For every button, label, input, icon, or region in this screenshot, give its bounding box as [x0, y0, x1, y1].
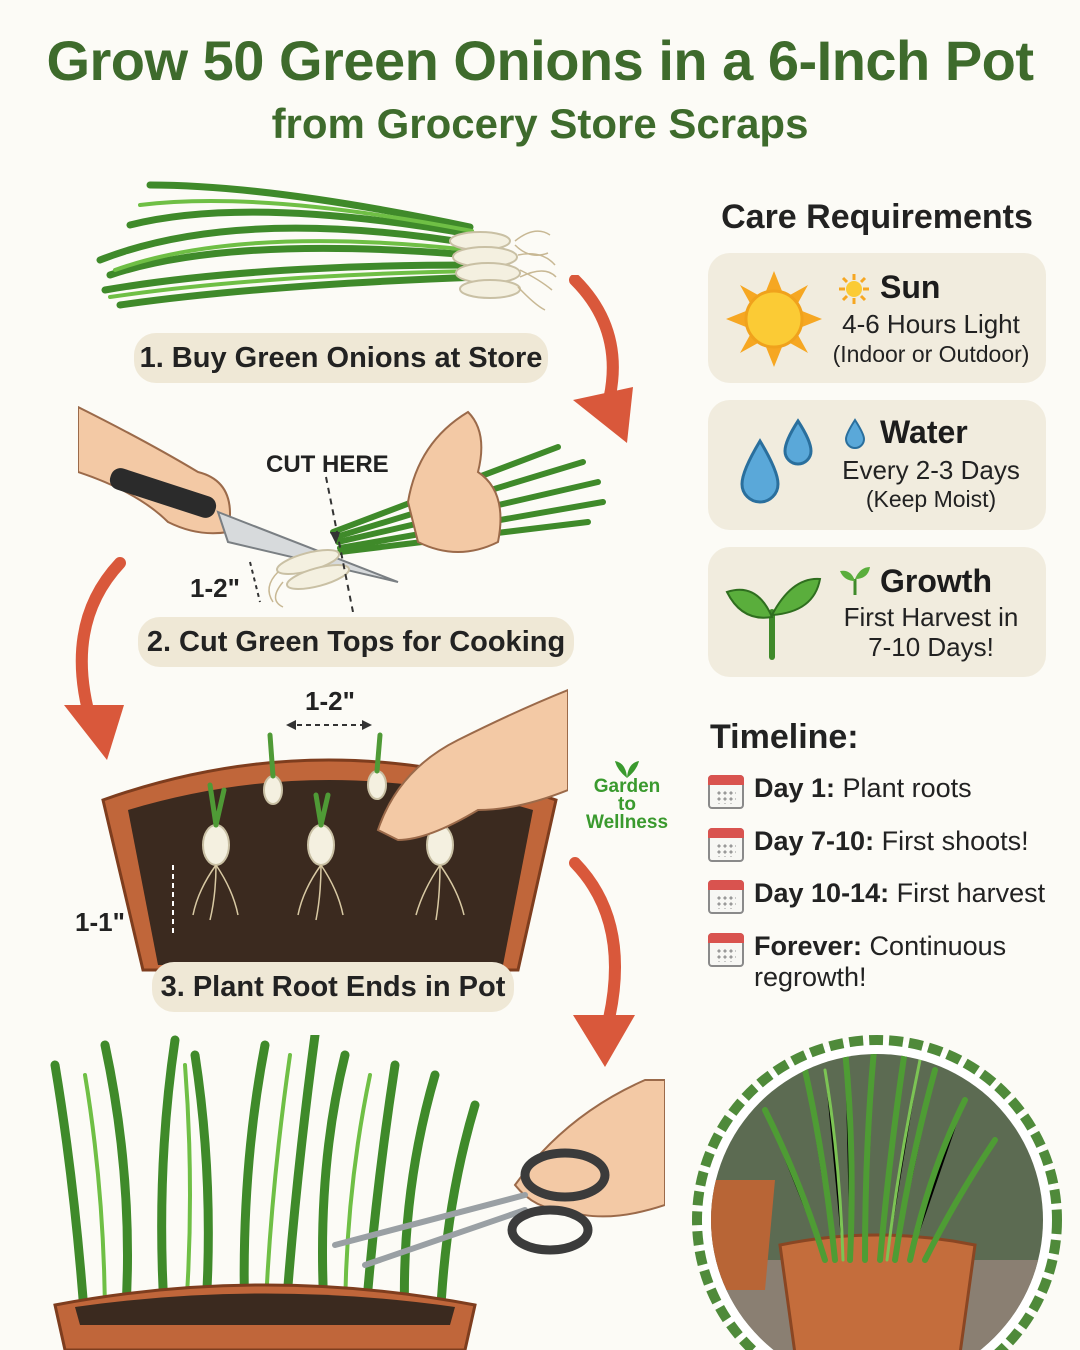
sun-icon — [726, 271, 822, 367]
timeline-heading: Timeline: — [710, 718, 859, 756]
water-card-line: Every 2-3 Days — [842, 455, 1020, 485]
small-sprout-icon — [840, 567, 870, 595]
calendar-icon — [708, 828, 744, 862]
arrow-down-icon — [569, 275, 633, 443]
growth-card-line: First Harvest in — [843, 602, 1019, 632]
page-title: Grow 50 Green Onions in a 6-Inch Pot — [46, 29, 1034, 92]
arrow-down-icon — [569, 857, 635, 1067]
cut-length-label: 1-2" — [190, 573, 240, 603]
leaf-icon — [615, 761, 639, 778]
potted-onions-photo — [692, 1035, 1062, 1350]
small-sun-icon — [839, 274, 869, 304]
cut-here-label: CUT HERE — [266, 451, 389, 478]
cutting-onions-illustration — [78, 405, 606, 612]
care-requirements-heading: Care Requirements — [721, 198, 1033, 236]
sprout-icon — [725, 577, 822, 660]
step-1-label: 1. Buy Green Onions at Store — [134, 333, 548, 383]
growth-card-sub: 7-10 Days! — [868, 632, 994, 662]
step-3-label: 3. Plant Root Ends in Pot — [152, 962, 514, 1012]
step-2-label: 2. Cut Green Tops for Cooking — [138, 617, 574, 667]
water-drop-icon — [740, 418, 813, 504]
sun-card-sub: (Indoor or Outdoor) — [832, 341, 1030, 367]
timeline-item: Day 10-14: First harvest — [708, 878, 1068, 918]
calendar-icon — [708, 775, 744, 809]
garden-to-wellness-logo: Garden to Wellness — [582, 758, 672, 832]
water-card-sub: (Keep Moist) — [865, 486, 997, 512]
sun-card-title: Sun — [880, 269, 941, 305]
timeline-item: Day 7-10: First shoots! — [708, 826, 1068, 866]
water-card-title: Water — [880, 414, 968, 450]
arrow-down-icon — [64, 557, 126, 760]
green-onion-bunch-illustration — [96, 181, 557, 311]
depth-label: 1-1" — [75, 907, 125, 937]
water-care-card: Water Every 2-3 Days (Keep Moist) — [708, 400, 1046, 530]
growth-care-card: Growth First Harvest in 7-10 Days! — [708, 547, 1046, 677]
calendar-icon — [708, 880, 744, 914]
sun-care-card: Sun 4-6 Hours Light (Indoor or Outdoor) — [708, 253, 1046, 383]
small-water-drop-icon — [844, 418, 866, 449]
timeline-item: Day 1: Plant roots — [708, 773, 1068, 813]
sun-card-line: 4-6 Hours Light — [842, 309, 1020, 339]
calendar-icon — [708, 933, 744, 967]
spacing-label: 1-2" — [305, 686, 355, 716]
planting-pot-illustration — [101, 688, 568, 972]
growth-card-title: Growth — [880, 563, 992, 599]
page-subtitle: from Grocery Store Scraps — [271, 100, 809, 147]
harvesting-onions-illustration — [50, 1035, 665, 1350]
